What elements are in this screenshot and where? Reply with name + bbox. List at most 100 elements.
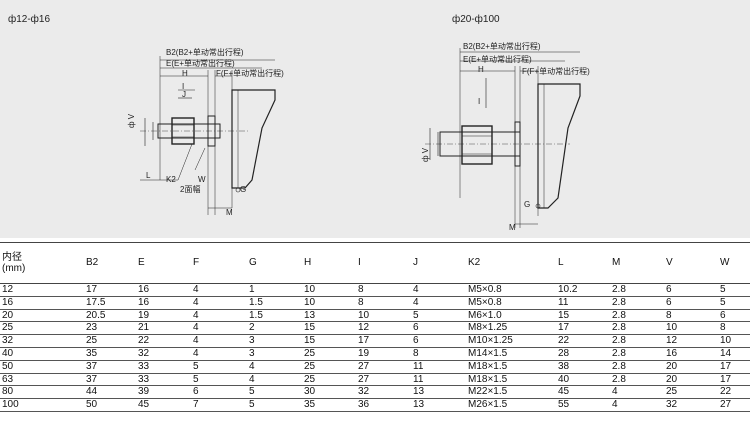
left-drawing — [140, 56, 276, 215]
left-label-i: I — [182, 82, 185, 91]
table-cell: 63 — [0, 373, 82, 387]
table-cell: 16 — [134, 296, 189, 310]
table-cell: 13 — [409, 385, 464, 400]
table-cell: 15 — [554, 309, 608, 323]
table-cell: 4 — [189, 309, 245, 323]
table-cell: 22 — [554, 334, 608, 348]
column-header: B2 — [82, 242, 134, 284]
right-label-g: G — [524, 200, 531, 209]
table-cell: 4 — [189, 321, 245, 336]
table-cell: 6 — [409, 321, 464, 336]
table-cell: 17 — [82, 283, 134, 297]
table-cell: 10 — [300, 296, 354, 310]
table-cell: M8×1.25 — [464, 321, 554, 336]
table-cell: 3 — [245, 334, 300, 348]
table-cell: 4 — [608, 385, 662, 400]
table-cell: 22 — [134, 334, 189, 348]
table-cell: 19 — [134, 309, 189, 323]
table-cell: M18×1.5 — [464, 360, 554, 374]
column-header: V — [662, 242, 716, 284]
table-cell: 16 — [0, 296, 82, 310]
table-cell: 5 — [189, 360, 245, 374]
table-cell: 5 — [245, 385, 300, 400]
table-cell: 4 — [409, 296, 464, 310]
table-cell: 16 — [134, 283, 189, 297]
table-cell: 2.8 — [608, 347, 662, 361]
column-header: H — [300, 242, 354, 284]
table-cell: M22×1.5 — [464, 385, 554, 400]
table-cell: M10×1.25 — [464, 334, 554, 348]
column-header: J — [409, 242, 464, 284]
column-header: K2 — [464, 242, 554, 284]
table-cell: 100 — [0, 398, 82, 412]
table-cell: 36 — [354, 398, 409, 412]
table-cell: 2.8 — [608, 321, 662, 336]
table-cell: 25 — [300, 373, 354, 387]
table-cell: 6 — [189, 385, 245, 400]
table-cell: 12 — [0, 283, 82, 297]
table-cell: M18×1.5 — [464, 373, 554, 387]
table-cell: 6 — [409, 334, 464, 348]
table-cell: 27 — [354, 373, 409, 387]
left-label-k2: K2 — [166, 175, 176, 184]
table-cell: 17 — [554, 321, 608, 336]
table-cell: 32 — [354, 385, 409, 400]
table-cell: 25 — [662, 385, 716, 400]
left-label-v: ф V — [127, 113, 136, 128]
table-cell: 37 — [82, 373, 134, 387]
table-cell: 5 — [716, 283, 750, 297]
table-cell: 30 — [300, 385, 354, 400]
table-cell: M14×1.5 — [464, 347, 554, 361]
table-cell: 55 — [554, 398, 608, 412]
table-cell: 4 — [189, 283, 245, 297]
table-cell: 33 — [134, 373, 189, 387]
table-cell: 11 — [409, 373, 464, 387]
right-label-b2: B2(B2+单动常出行程) — [463, 42, 541, 51]
table-cell: 35 — [82, 347, 134, 361]
table-cell: 22 — [716, 385, 750, 400]
table-cell: 40 — [0, 347, 82, 361]
table-cell: 5 — [716, 296, 750, 310]
column-header: M — [608, 242, 662, 284]
table-cell: 33 — [134, 360, 189, 374]
left-label-sides: 2面幅 — [180, 185, 201, 194]
table-cell: 38 — [554, 360, 608, 374]
table-cell: 35 — [300, 398, 354, 412]
column-header: F — [189, 242, 245, 284]
table-cell: 5 — [245, 398, 300, 412]
table-cell: 4 — [245, 373, 300, 387]
table-cell: 2.8 — [608, 334, 662, 348]
table-cell: 13 — [409, 398, 464, 412]
table-cell: 37 — [82, 360, 134, 374]
right-label-e: E(E+单动常出行程) — [463, 55, 532, 64]
table-cell: 50 — [82, 398, 134, 412]
table-cell: M26×1.5 — [464, 398, 554, 412]
left-label-h: H — [182, 69, 188, 78]
table-cell: M6×1.0 — [464, 309, 554, 323]
table-cell: 20 — [662, 360, 716, 374]
table-cell: 14 — [716, 347, 750, 361]
table-cell: 27 — [716, 398, 750, 412]
table-cell: 21 — [134, 321, 189, 336]
column-header: G — [245, 242, 300, 284]
column-header: I — [354, 242, 409, 284]
left-label-e: E(E+单动常出行程) — [166, 59, 235, 68]
table-cell: 6 — [662, 283, 716, 297]
table-cell: 17 — [716, 360, 750, 374]
table-cell: 2.8 — [608, 360, 662, 374]
left-label-b2: B2(B2+单动常出行程) — [166, 48, 244, 57]
right-label-m: M — [509, 223, 516, 232]
table-cell: 8 — [409, 347, 464, 361]
table-cell: 20 — [0, 309, 82, 323]
table-cell: 12 — [662, 334, 716, 348]
table-cell: 25 — [300, 347, 354, 361]
table-cell: 12 — [354, 321, 409, 336]
table-cell: 25 — [300, 360, 354, 374]
table-cell: 1.5 — [245, 296, 300, 310]
